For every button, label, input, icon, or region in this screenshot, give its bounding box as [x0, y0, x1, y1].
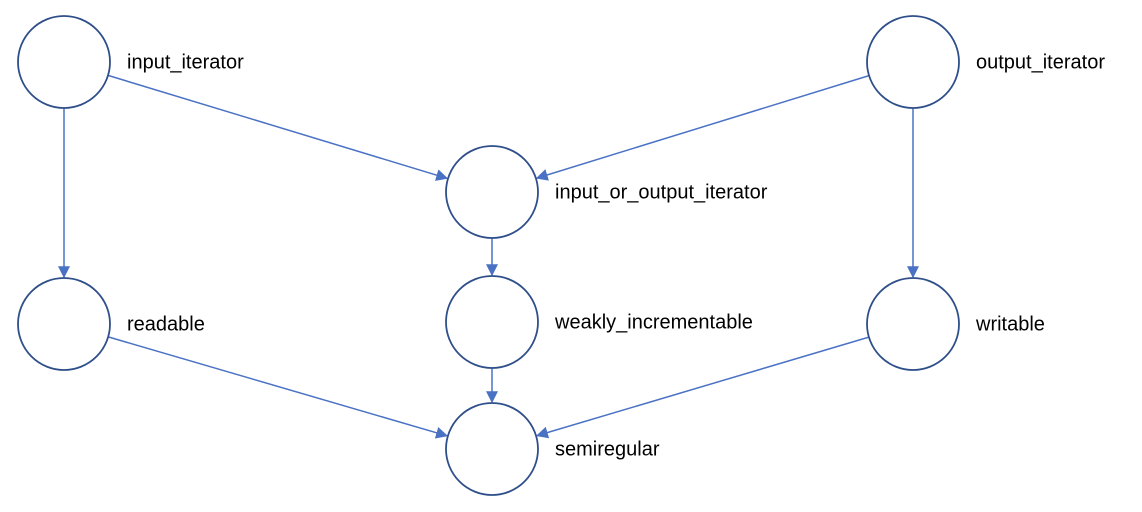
node-label: input_iterator [127, 51, 244, 73]
node-writable: writable [866, 277, 1045, 371]
node-label: semiregular [555, 438, 660, 460]
edges-layer [58, 74, 919, 439]
edge-input-iterator-to-input-or-output-iterator [107, 74, 449, 181]
node-circle [445, 145, 539, 239]
node-input-or-output-iterator: input_or_output_iterator [445, 145, 768, 239]
node-circle [445, 275, 539, 369]
node-label: readable [127, 313, 205, 335]
node-circle [866, 277, 960, 371]
node-output-iterator: output_iterator [866, 15, 1105, 109]
node-circle [17, 15, 111, 109]
node-circle [445, 402, 539, 496]
node-readable: readable [17, 277, 205, 371]
node-circle [17, 277, 111, 371]
node-weakly-incrementable: weakly_incrementable [445, 275, 753, 369]
nodes-layer: input_iterator output_iterator input_or_ou… [17, 15, 1105, 496]
node-label: weakly_incrementable [554, 311, 753, 333]
node-label: writable [975, 313, 1045, 335]
edge-output-iterator-to-input-or-output-iterator [535, 74, 870, 181]
node-label: input_or_output_iterator [555, 181, 768, 203]
node-label: output_iterator [976, 51, 1105, 73]
node-semiregular: semiregular [445, 402, 660, 496]
node-input-iterator: input_iterator [17, 15, 244, 109]
node-circle [866, 15, 960, 109]
edge-readable-to-semiregular [107, 336, 449, 439]
edge-writable-to-semiregular [535, 336, 870, 439]
